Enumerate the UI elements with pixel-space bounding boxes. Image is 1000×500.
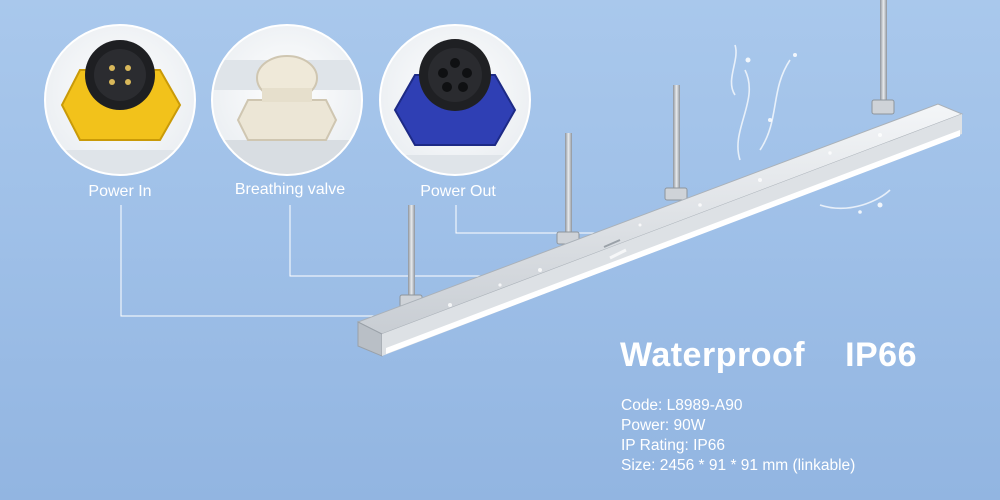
spec-power: Power: 90W <box>621 417 706 434</box>
leader-lines <box>120 205 600 317</box>
breathing-valve-label: Breathing valve <box>234 181 346 198</box>
ip-rating-title: IP66 <box>845 336 918 374</box>
spec-code: Code: L8989-A90 <box>621 397 743 414</box>
spec-ip-rating: IP Rating: IP66 <box>621 437 725 454</box>
power-out-label: Power Out <box>420 183 496 200</box>
headline: Waterproof IP66 <box>620 336 917 375</box>
spec-size: Size: 2456 * 91 * 91 mm (linkable) <box>621 457 856 474</box>
feature-title: Waterproof <box>620 336 806 374</box>
linear-light-fixture <box>356 44 964 357</box>
breathing-valve-detail-image <box>211 24 363 176</box>
power-out-detail-image <box>379 24 531 176</box>
power-in-detail-image <box>44 24 196 176</box>
suspension-rods <box>399 0 895 308</box>
spec-list: Code: L8989-A90 Power: 90W IP Rating: IP… <box>621 396 855 476</box>
power-in-label: Power In <box>88 183 152 200</box>
